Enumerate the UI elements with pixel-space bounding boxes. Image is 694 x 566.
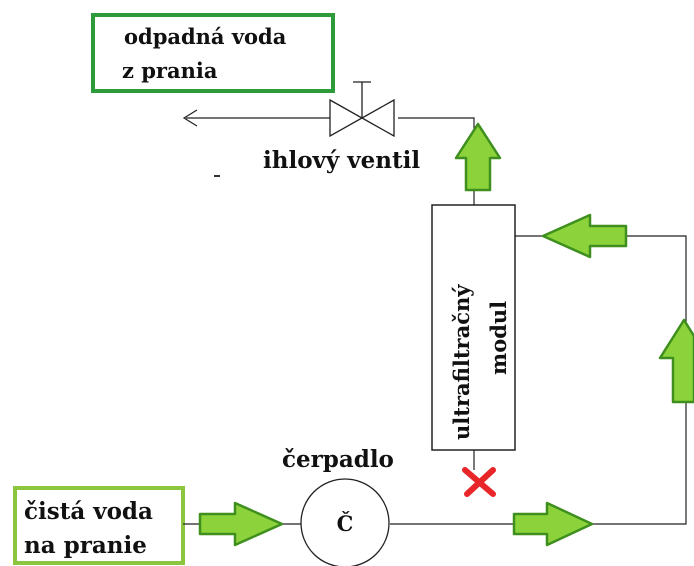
waste-water-box (91, 13, 335, 93)
ultrafiltration-module (431, 204, 516, 451)
waste-water-label-line2: z prania (122, 58, 218, 83)
needle-valve-icon (329, 81, 395, 138)
pump-icon (300, 478, 390, 566)
module-label-line1: ultrafiltračný (449, 284, 474, 440)
flow-arrow-right-icon (512, 501, 594, 547)
module-label-line2: modul (486, 301, 511, 375)
pump-symbol: Č (337, 511, 354, 536)
flow-arrow-up-icon (658, 318, 694, 404)
needle-valve-label: ihlový ventil (263, 147, 420, 174)
outlet-arrowhead (182, 109, 198, 127)
flow-arrow-right-icon (198, 501, 284, 547)
flow-arrow-left-icon (541, 213, 628, 259)
waste-water-label-line1: odpadná voda (124, 24, 287, 49)
clean-water-label-line1: čistá voda (24, 498, 153, 525)
clean-water-box (13, 486, 185, 565)
clean-water-label-line2: na pranie (24, 532, 147, 559)
flow-arrow-up-icon (454, 122, 502, 192)
red-x-icon (462, 467, 496, 497)
stray-mark (214, 175, 220, 177)
pump-label: čerpadlo (282, 446, 394, 473)
